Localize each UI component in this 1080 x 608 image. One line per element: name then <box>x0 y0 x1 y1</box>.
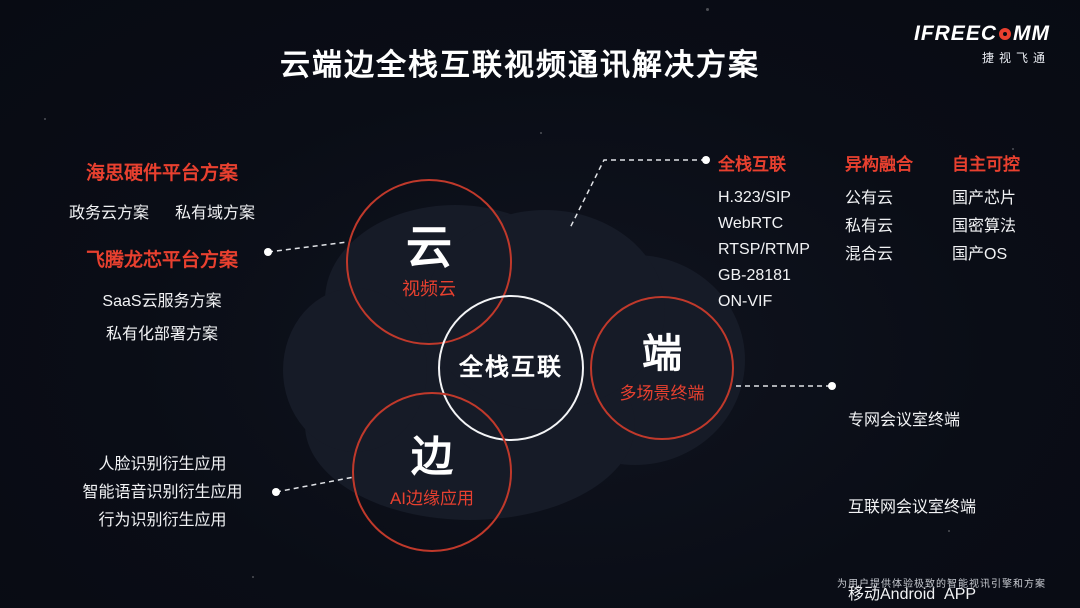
column-fullstack: 全栈互联 H.323/SIP WebRTC RTSP/RTMP GB-28181… <box>718 150 810 315</box>
list-item: RTSP/RTMP <box>718 241 810 258</box>
list-item: 混合云 <box>845 246 894 263</box>
brand-logo: IFREEC MM 捷视飞通 <box>914 22 1050 66</box>
list-item: WebRTC <box>718 215 784 232</box>
logo-text-left: IFREEC <box>913 22 997 45</box>
star-dot <box>252 576 254 578</box>
list-item: 私有化部署方案 <box>105 326 218 343</box>
heading-fullstack: 全栈互联 <box>718 155 786 174</box>
logo-o-icon <box>999 28 1011 40</box>
node-edge: 边 AI边缘应用 <box>352 392 512 552</box>
list-item: 国产芯片 <box>952 190 1017 207</box>
heading-autonomous: 自主可控 <box>952 155 1020 174</box>
list-item: 私有云 <box>845 218 894 235</box>
star-dot <box>706 8 709 11</box>
star-dot <box>948 530 950 532</box>
list-item: 智能语音识别衍生应用 <box>82 484 243 501</box>
connector-cloud-fullstack <box>569 159 706 229</box>
connector-dot <box>828 382 836 390</box>
list-item: 公有云 <box>845 190 894 207</box>
heading-hisilicon-platform: 海思硬件平台方案 <box>85 163 238 184</box>
node-terminal-label: 端 <box>642 331 682 376</box>
node-hub-label: 全栈互联 <box>459 354 563 382</box>
star-dot <box>44 118 46 120</box>
connector-edgeapps-edge <box>275 476 355 493</box>
node-edge-sublabel: AI边缘应用 <box>389 488 475 508</box>
logo-text-right: MM <box>1013 22 1050 45</box>
node-cloud-sublabel: 视频云 <box>402 279 456 300</box>
phytium-items: SaaS云服务方案 私有化部署方案 <box>52 285 272 351</box>
list-item: 国密算法 <box>952 218 1017 235</box>
edge-app-list: 人脸识别衍生应用 智能语音识别衍生应用 行为识别衍生应用 <box>40 451 285 535</box>
heading-phytium-platform: 飞腾龙芯平台方案 <box>85 250 238 271</box>
list-item: 政务云方案 <box>68 205 149 222</box>
logo-subtitle: 捷视飞通 <box>981 51 1050 65</box>
page-title: 云端边全栈互联视频通讯解决方案 <box>280 49 760 82</box>
list-item: 移动Android APP <box>848 586 977 603</box>
list-item: SaaS云服务方案 <box>102 293 222 310</box>
node-terminal: 端 多场景终端 <box>590 296 734 440</box>
list-item: 私有域方案 <box>175 205 256 222</box>
list-item: 行为识别衍生应用 <box>98 512 227 529</box>
list-item: GB-28181 <box>718 267 791 284</box>
node-edge-label: 边 <box>410 433 453 481</box>
connector-dot <box>702 156 710 164</box>
footer-tagline: 为用户提供体验极致的智能视讯引擎和方案 <box>837 579 1046 590</box>
heading-heterogeneous: 异构融合 <box>845 155 913 174</box>
terminal-list: 专网会议室终端 互联网会议室终端 移动Android APP 移动IOS客户端A… <box>848 348 988 608</box>
connector-phytium-cloud <box>267 241 348 253</box>
hisilicon-items: 政务云方案 私有域方案 <box>30 199 294 223</box>
column-autonomous: 自主可控 国产芯片 国密算法 国产OS <box>952 150 1020 269</box>
list-item: H.323/SIP <box>718 189 791 206</box>
star-dot <box>540 132 542 134</box>
list-item: 国产OS <box>952 246 1008 263</box>
logo-wordmark: IFREEC MM <box>914 22 1050 46</box>
list-item: 专网会议室终端 <box>848 412 961 429</box>
list-item: 人脸识别衍生应用 <box>98 456 227 473</box>
star-dot <box>1012 148 1014 150</box>
node-terminal-sublabel: 多场景终端 <box>619 383 705 403</box>
list-item: ON-VIF <box>718 293 773 310</box>
list-item: 互联网会议室终端 <box>848 499 977 516</box>
node-cloud-label: 云 <box>406 220 452 273</box>
column-heterogeneous: 异构融合 公有云 私有云 混合云 <box>845 150 913 269</box>
